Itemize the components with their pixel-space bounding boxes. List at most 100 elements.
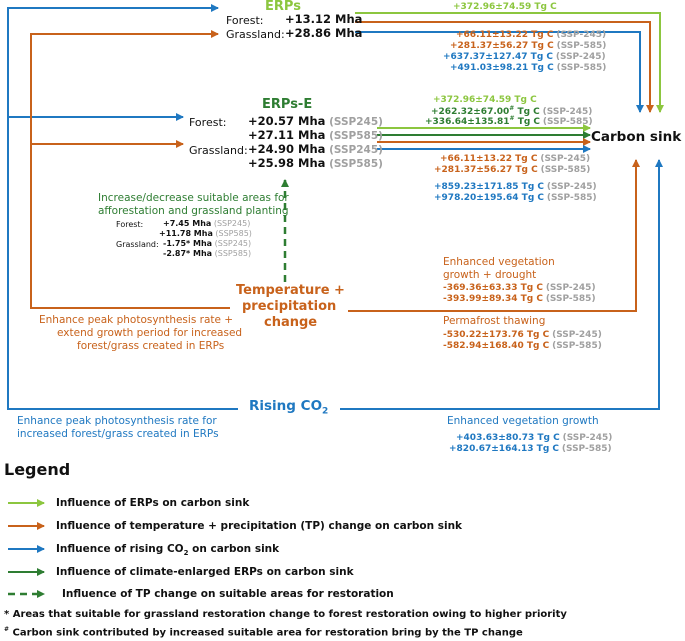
erpse-value: +20.57 Mha xyxy=(248,114,326,128)
top-value-blue2: +491.03±98.21 Tg C xyxy=(450,63,554,73)
mid-value-dgreen2-row: +336.64±135.81# Tg C (SSP-585) xyxy=(425,116,593,127)
legend-item-label: Influence of ERPs on carbon sink xyxy=(56,497,250,509)
tp-line3: change xyxy=(264,315,318,330)
erpse-value: +27.11 Mha xyxy=(248,128,326,142)
suitable-value: +7.45 Mha xyxy=(163,219,212,228)
co2-title: Rising CO2 xyxy=(249,399,329,417)
arrow-erps-blue xyxy=(355,31,644,113)
erps-grass-label: Grassland: xyxy=(226,28,285,41)
permafrost-v1: -530.22±173.76 Tg C xyxy=(443,330,550,340)
legend-note-hash: # Carbon sink contributed by increased s… xyxy=(4,627,523,638)
legend-item-label-co2: Influence of rising CO2 on carbon sink xyxy=(56,543,279,557)
mid-value-orange1: +66.11±13.22 Tg C xyxy=(440,154,538,164)
suitable-value: -2.87* Mha xyxy=(163,249,213,258)
mid-value-blue1-row: +859.23±171.85 Tg C (SSP-245) xyxy=(434,183,597,192)
legend-note-hash-text: Carbon sink contributed by increased sui… xyxy=(9,627,523,639)
mid-value-blue2: +978.20±195.64 Tg C xyxy=(434,193,544,203)
arrow-erps-orange xyxy=(355,21,654,113)
top-value-orange1: +66.11±13.22 Tg C xyxy=(456,30,554,40)
co2-v2-ssp: (SSP-585) xyxy=(561,444,612,454)
erpse-forest-label: Forest: xyxy=(189,116,227,129)
mid-value-blue1: +859.23±171.85 Tg C xyxy=(434,182,544,192)
permafrost-v2-ssp: (SSP-585) xyxy=(552,341,602,351)
veg-drought-v1-ssp: (SSP-245) xyxy=(545,283,596,293)
legend-item-label: Influence of temperature + precipitation… xyxy=(56,520,463,532)
suitable-line2: afforestation and grassland planting xyxy=(98,205,289,217)
co2-left-line2: increased forest/grass created in ERPs xyxy=(17,428,219,440)
top-value-orange2: +281.37±56.27 Tg C xyxy=(450,41,554,51)
permafrost-v1-ssp: (SSP-245) xyxy=(552,330,602,340)
tp-line2: precipitation xyxy=(242,299,337,314)
erpse-row: +20.57 Mha (SSP245) xyxy=(248,114,383,128)
top-value-blue2-ssp: (SSP-585) xyxy=(556,63,607,73)
top-value-orange2-ssp: (SSP-585) xyxy=(556,41,607,51)
erps-title: ERPs xyxy=(265,0,301,14)
co2-v1-ssp: (SSP-245) xyxy=(562,433,613,443)
veg-drought-v2: -393.99±89.34 Tg C xyxy=(443,294,543,304)
veg-drought-line2: growth + drought xyxy=(443,269,537,281)
suitable-row: +11.78 Mha (SSP585) xyxy=(159,230,252,238)
mid-value-blue2-ssp: (SSP-585) xyxy=(546,193,597,203)
legend-co2-sub: 2 xyxy=(183,549,189,558)
mid-value-dgreen1-unit: Tg C xyxy=(514,107,540,117)
co2-subscript: 2 xyxy=(322,406,329,417)
erps-grass-value: +28.86 Mha xyxy=(285,26,363,40)
veg-drought-v1: -369.36±63.33 Tg C xyxy=(443,283,543,293)
erpse-row: +27.11 Mha (SSP585) xyxy=(248,128,383,142)
mid-value-orange2-row: +281.37±56.27 Tg C (SSP-585) xyxy=(434,166,590,175)
mid-value-dgreen2-ssp: (SSP-585) xyxy=(542,117,593,127)
erpse-row: +24.90 Mha (SSP245) xyxy=(248,142,383,156)
legend-item-label: Influence of TP change on suitable areas… xyxy=(62,588,394,600)
co2-v2: +820.67±164.13 Tg C xyxy=(449,444,559,454)
erpse-grass-label: Grassland: xyxy=(189,144,248,157)
co2-v1-row: +403.63±80.73 Tg C (SSP-245) xyxy=(456,434,612,443)
co2-right-title: Enhanced vegetation growth xyxy=(447,415,599,427)
veg-drought-v2-row: -393.99±89.34 Tg C (SSP-585) xyxy=(443,295,596,304)
top-value-orange2-row: +281.37±56.27 Tg C (SSP-585) xyxy=(450,42,606,51)
suitable-value: -1.75* Mha xyxy=(163,239,213,248)
suitable-grass-label: Grassland: xyxy=(116,240,159,249)
mid-value-blue2-row: +978.20±195.64 Tg C (SSP-585) xyxy=(434,194,597,203)
suitable-ssp: (SSP245) xyxy=(214,239,252,248)
legend-co2-after: on carbon sink xyxy=(188,543,280,555)
mid-value-dgreen1-row: +262.32±67.00# Tg C (SSP-245) xyxy=(431,106,592,117)
tp-enhance-line3: forest/grass created in ERPs xyxy=(77,340,225,352)
suitable-line1: Increase/decrease suitable areas for xyxy=(98,192,289,204)
mid-value-green: +372.96±74.59 Tg C xyxy=(433,95,537,105)
erpse-ssp: (SSP585) xyxy=(329,130,383,142)
arrow-co2-to-erps xyxy=(7,4,238,410)
top-value-blue1-ssp: (SSP-245) xyxy=(555,52,606,62)
tp-enhance-line2: extend growth period for increased xyxy=(57,327,243,339)
top-value-green: +372.96±74.59 Tg C xyxy=(453,2,557,12)
suitable-ssp: (SSP245) xyxy=(213,219,251,228)
top-value-blue2-row: +491.03±98.21 Tg C (SSP-585) xyxy=(450,64,606,73)
arrow-tp-to-sink xyxy=(348,159,640,312)
co2-v1: +403.63±80.73 Tg C xyxy=(456,433,560,443)
erpse-value: +25.98 Mha xyxy=(248,156,326,170)
mid-value-orange2: +281.37±56.27 Tg C xyxy=(434,165,538,175)
suitable-value: +11.78 Mha xyxy=(159,229,213,238)
erpse-ssp: (SSP585) xyxy=(329,158,383,170)
erpse-row: +25.98 Mha (SSP585) xyxy=(248,156,383,170)
top-value-orange1-ssp: (SSP-245) xyxy=(556,30,607,40)
legend-co2-text: Influence of rising CO xyxy=(56,543,184,555)
suitable-row: -1.75* Mha (SSP245) xyxy=(163,240,251,248)
arrow-tp-to-erps xyxy=(30,30,230,309)
tp-line1: Temperature + xyxy=(236,283,345,298)
suitable-row: +7.45 Mha (SSP245) xyxy=(163,220,250,228)
legend-note-asterisk: * Areas that suitable for grassland rest… xyxy=(4,609,567,620)
mid-value-dgreen1: +262.32±67.00 xyxy=(431,107,510,117)
mid-value-orange1-ssp: (SSP-245) xyxy=(540,154,591,164)
erpse-value: +24.90 Mha xyxy=(248,142,326,156)
tp-enhance-line1: Enhance peak photosynthesis rate + xyxy=(39,314,234,326)
permafrost-title: Permafrost thawing xyxy=(443,315,546,327)
mid-value-dgreen1-ssp: (SSP-245) xyxy=(542,107,593,117)
permafrost-v2: -582.94±168.40 Tg C xyxy=(443,341,550,351)
top-value-blue1-row: +637.37±127.47 Tg C (SSP-245) xyxy=(443,53,606,62)
hash-mark: # xyxy=(509,105,515,112)
mid-value-dgreen2: +336.64±135.81 xyxy=(425,117,510,127)
suitable-ssp: (SSP585) xyxy=(215,229,252,238)
top-value-orange1-row: +66.11±13.22 Tg C (SSP-245) xyxy=(456,31,606,40)
